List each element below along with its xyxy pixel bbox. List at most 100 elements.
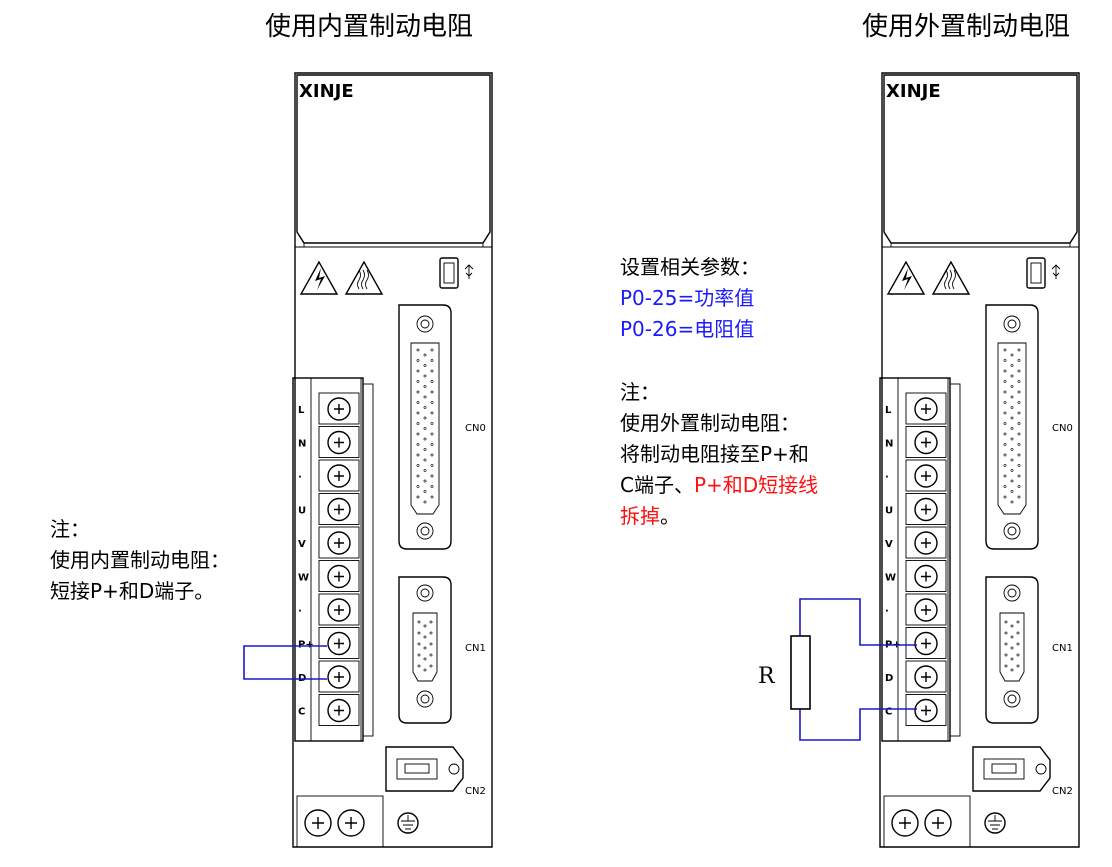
terminal-screw	[327, 464, 351, 488]
cn0-label: CN0	[1052, 423, 1073, 434]
right-note-line3-black: C端子、	[620, 473, 694, 497]
cn1-label: CN1	[465, 643, 486, 654]
cn2-connector	[385, 746, 464, 792]
terminal-label: ·	[298, 606, 302, 617]
left-note-line1: 使用内置制动电阻：	[50, 548, 230, 572]
right-note-line4-red: 拆掉	[620, 504, 660, 528]
right-note-line3: C端子、P+和D短接线	[620, 470, 818, 501]
jumper-wire-pd	[243, 645, 327, 680]
terminal-label: C	[885, 707, 892, 718]
terminal-screw	[327, 598, 351, 622]
electric-warning-icon	[299, 260, 339, 295]
terminal-slot	[318, 694, 360, 726]
terminal-slot	[905, 627, 947, 659]
terminal-label: N	[885, 439, 893, 450]
terminal-screw	[914, 698, 938, 723]
right-note: 注： 使用外置制动电阻： 将制动电阻接至P+和 C端子、P+和D短接线 拆掉。	[620, 377, 818, 532]
terminal-screw	[327, 631, 351, 656]
right-note-heading: 注：	[620, 380, 660, 404]
terminal-slot	[318, 459, 360, 492]
right-title: 使用外置制动电阻	[862, 12, 1071, 42]
usb-port	[1026, 257, 1046, 289]
usb-port	[439, 257, 459, 289]
terminal-label: V	[885, 539, 893, 550]
terminal-screw	[327, 430, 351, 455]
cn1-label: CN1	[1052, 643, 1073, 654]
terminal-slot	[905, 493, 947, 525]
left-note-line2: 短接P+和D端子。	[50, 579, 215, 603]
cn0-db44	[410, 342, 440, 515]
cn0-connector	[985, 304, 1039, 550]
terminal-label: W	[298, 573, 309, 584]
cn0-screw-top	[1003, 315, 1021, 333]
terminal-screw	[914, 497, 938, 522]
terminal-screw	[914, 665, 938, 689]
brake-resistor	[790, 635, 811, 710]
cn1-screw-top	[1003, 584, 1021, 602]
right-note-line3-red: P+和D短接线	[693, 473, 819, 497]
cn1-connector	[985, 576, 1039, 724]
terminal-slot	[905, 526, 947, 559]
left-note: 注： 使用内置制动电阻： 短接P+和D端子。	[50, 514, 230, 607]
resistor-wiring	[799, 598, 917, 741]
power-terminal	[296, 795, 384, 848]
terminal-label: C	[298, 707, 305, 718]
param-p0-26: P0-26=电阻值	[620, 317, 755, 341]
terminal-label: N	[298, 439, 306, 450]
terminal-screw	[914, 430, 938, 455]
terminal-screw	[914, 598, 938, 622]
cn2-connector	[972, 746, 1051, 792]
terminal-screw	[914, 531, 938, 555]
terminal-label: V	[298, 539, 306, 550]
terminal-label: ·	[885, 472, 889, 483]
terminal-screw	[914, 564, 938, 589]
cn0-screw-bottom	[416, 522, 434, 540]
terminal-slot	[318, 493, 360, 525]
terminal-slot	[905, 694, 947, 726]
terminal-label: L	[885, 405, 892, 416]
usb-icon	[464, 264, 474, 279]
terminal-slot	[318, 627, 360, 659]
terminal-screw	[327, 497, 351, 522]
cn0-label: CN0	[465, 423, 486, 434]
terminal-slot	[905, 660, 947, 693]
terminal-label: U	[885, 506, 893, 517]
cn0-screw-bottom	[1003, 522, 1021, 540]
cn1-db15	[999, 612, 1025, 682]
right-params: 设置相关参数： P0-25=功率值 P0-26=电阻值	[620, 252, 760, 345]
electric-warning-icon	[886, 260, 926, 295]
terminal-screw	[327, 531, 351, 555]
terminal-slot	[905, 392, 947, 425]
cn1-db15	[412, 612, 438, 682]
terminal-slot	[318, 426, 360, 458]
terminal-slot	[318, 660, 360, 693]
hot-surface-warning-icon	[344, 260, 384, 295]
param-p0-25: P0-25=功率值	[620, 286, 755, 310]
right-note-line4: 拆掉。	[620, 501, 818, 532]
params-heading: 设置相关参数：	[620, 255, 760, 279]
terminal-slot	[905, 459, 947, 492]
terminal-screw	[327, 665, 351, 689]
terminal-screw	[327, 698, 351, 723]
terminal-screw	[327, 397, 351, 421]
right-note-line2: 将制动电阻接至P+和	[620, 442, 809, 466]
terminal-label: ·	[885, 606, 889, 617]
terminal-slot	[905, 593, 947, 626]
cn0-connector	[398, 304, 452, 550]
terminal-screw	[914, 397, 938, 421]
right-note-line4-end: 。	[660, 504, 680, 528]
cn1-screw-bottom	[416, 690, 434, 708]
right-note-line1: 使用外置制动电阻：	[620, 411, 800, 435]
ground-icon	[984, 812, 1006, 834]
terminal-label: U	[298, 506, 306, 517]
brand-logo: XINJE	[886, 81, 941, 102]
cn1-connector	[398, 576, 452, 724]
terminal-slot	[905, 560, 947, 592]
usb-icon	[1051, 264, 1061, 279]
terminal-label: W	[885, 573, 896, 584]
brand-logo: XINJE	[299, 81, 354, 102]
terminal-screw	[914, 631, 938, 656]
terminal-block	[881, 377, 951, 742]
